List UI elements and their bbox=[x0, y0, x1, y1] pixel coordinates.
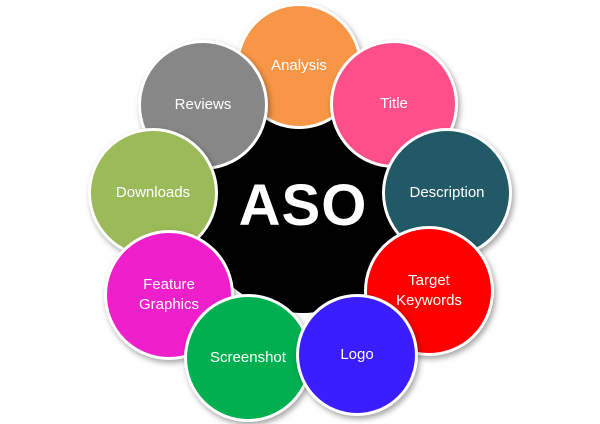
petal-label-description: Description bbox=[409, 184, 485, 201]
petal-label-analysis: Analysis bbox=[271, 57, 327, 74]
petal-label-logo: Logo bbox=[340, 346, 374, 363]
petal-reviews: Reviews bbox=[138, 40, 268, 170]
petal-screenshot: Screenshot bbox=[184, 294, 312, 422]
petal-logo: Logo bbox=[296, 294, 418, 416]
petal-label-target-keywords: Target Keywords bbox=[396, 272, 462, 309]
center-label: ASO bbox=[238, 172, 368, 238]
petal-label-reviews: Reviews bbox=[174, 96, 232, 113]
petal-label-feature-graphics: Feature Graphics bbox=[138, 276, 200, 313]
petal-label-screenshot: Screenshot bbox=[210, 349, 286, 366]
petal-label-title: Title bbox=[380, 95, 408, 112]
petal-label-downloads: Downloads bbox=[115, 184, 191, 201]
